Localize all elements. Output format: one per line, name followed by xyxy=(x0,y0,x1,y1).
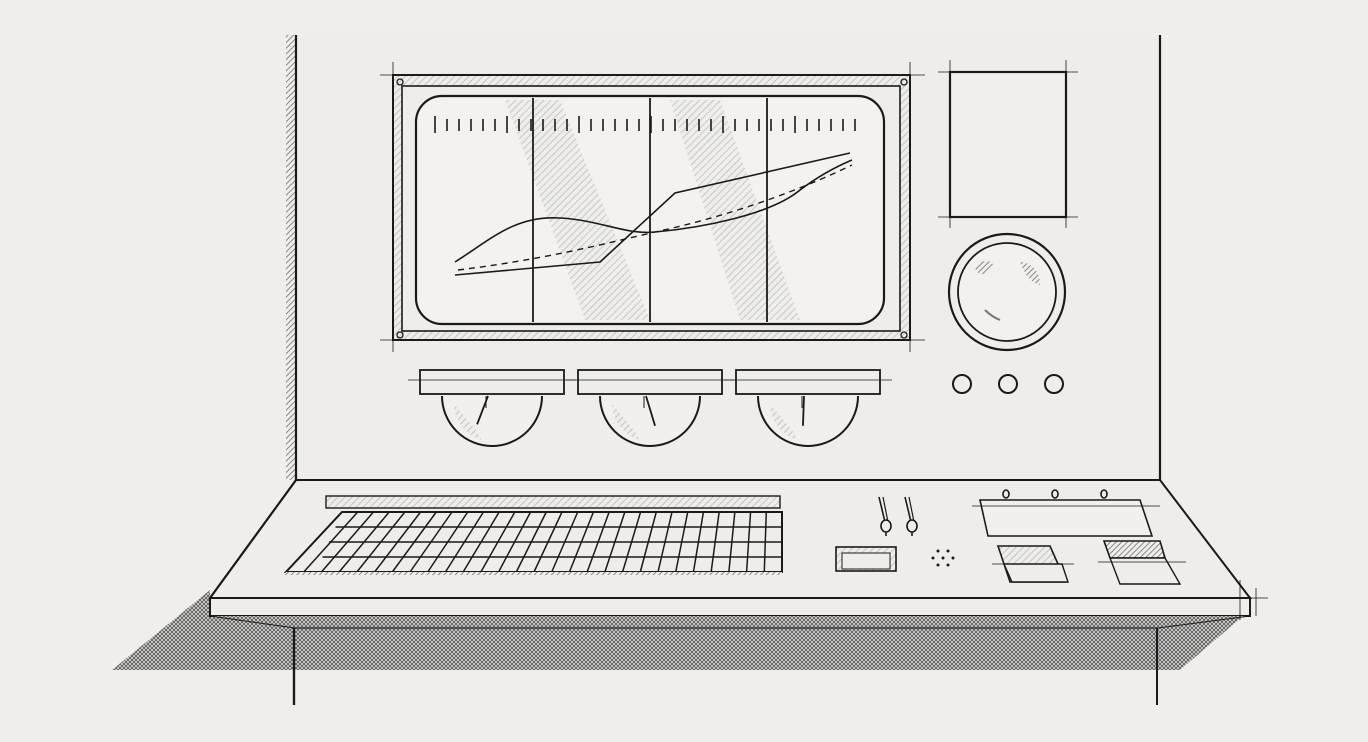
gauge-label-plate xyxy=(735,369,881,395)
status-led xyxy=(1051,489,1059,499)
key-column-line xyxy=(391,511,437,573)
key-column-line xyxy=(462,511,500,573)
key-button-right[interactable] xyxy=(1098,540,1186,585)
gauge-face xyxy=(757,395,859,447)
round-dial[interactable] xyxy=(947,232,1067,352)
indicator-light xyxy=(1044,374,1064,394)
gauge-face xyxy=(441,395,543,447)
key-column-line xyxy=(373,511,422,573)
crt-screen xyxy=(414,94,886,326)
status-led xyxy=(1002,489,1010,499)
toggle-switch[interactable] xyxy=(878,496,892,536)
gauge-label-plate xyxy=(577,369,723,395)
indicator-light xyxy=(998,374,1018,394)
key-column-line xyxy=(320,511,374,573)
key-column-line xyxy=(409,511,453,573)
side-display-window xyxy=(938,60,1078,228)
key-column-line xyxy=(480,511,516,573)
gauge-needle xyxy=(476,395,489,425)
key-column-line xyxy=(551,511,579,573)
key-column-line xyxy=(303,511,359,573)
gauge-row xyxy=(408,369,892,447)
key-column-line xyxy=(657,511,673,573)
speaker-grille xyxy=(931,549,955,567)
control-panel-right xyxy=(972,489,1186,585)
toggle-switch[interactable] xyxy=(904,496,918,536)
key-button-left[interactable] xyxy=(992,545,1074,583)
gauge xyxy=(566,369,734,447)
key-column-line xyxy=(497,511,532,573)
key-column-line xyxy=(639,511,658,573)
key-column-line xyxy=(427,511,469,573)
gauge-needle xyxy=(802,395,805,426)
key-column-line xyxy=(338,511,390,573)
key-column-line xyxy=(674,511,689,573)
key-column-line xyxy=(745,511,752,573)
gauge-label-plate xyxy=(419,369,565,395)
gauge xyxy=(724,369,892,447)
key-column-line xyxy=(763,511,768,573)
key-column-line xyxy=(586,511,610,573)
key-column-line xyxy=(710,511,720,573)
indicator-lights xyxy=(952,374,1064,394)
key-column-line xyxy=(568,511,595,573)
keyboard-keys xyxy=(283,511,783,575)
trace-dashed-line xyxy=(457,164,853,271)
gauge-face xyxy=(599,395,701,447)
status-led xyxy=(1100,489,1108,499)
key-column-line xyxy=(444,511,485,573)
key-column-line xyxy=(533,511,563,573)
status-leds xyxy=(1002,489,1108,499)
keyboard[interactable] xyxy=(283,495,783,575)
screen-tick-marks xyxy=(434,116,856,133)
key-column-line xyxy=(728,511,736,573)
key-column-line xyxy=(356,511,406,573)
gauge xyxy=(408,369,576,447)
cabinet-left-shadow xyxy=(286,35,296,480)
key-column-line xyxy=(515,511,547,573)
key-column-line xyxy=(621,511,642,573)
key-column-line xyxy=(604,511,626,573)
trace-solid-step xyxy=(454,152,851,276)
push-button[interactable] xyxy=(835,546,897,572)
indicator-light xyxy=(952,374,972,394)
screen-grid xyxy=(532,98,768,322)
gauge-needle xyxy=(645,395,656,427)
key-column-line xyxy=(692,511,705,573)
toggle-switches[interactable] xyxy=(878,496,918,536)
floor-shadow xyxy=(112,590,1250,670)
